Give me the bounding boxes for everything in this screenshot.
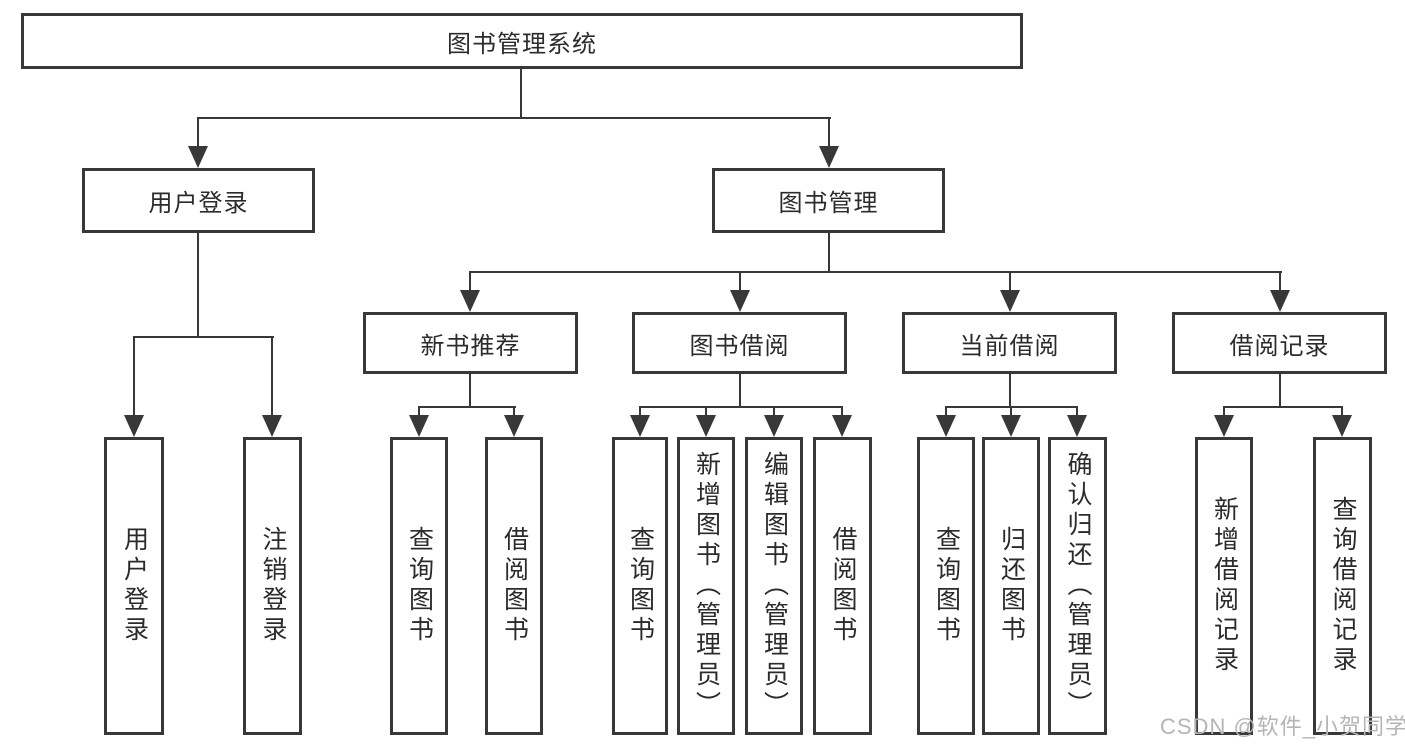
node-book-management: 图书管理 <box>712 168 945 233</box>
arrowhead-down-icon <box>1332 415 1352 437</box>
leaf-confirm-return-admin-label: 确认归还（管理员） <box>1064 451 1092 721</box>
arrowhead-down-icon <box>124 415 144 437</box>
leaf-borrow-books-recommend: 借阅图书 <box>485 437 543 735</box>
connector-stem <box>739 374 741 408</box>
connector-stem <box>773 406 775 417</box>
leaf-query-books-recommend-label: 查询图书 <box>405 526 434 646</box>
watermark: CSDN @软件_小贺同学 <box>1160 714 1405 739</box>
leaf-edit-book-admin: 编辑图书（管理员） <box>745 437 803 735</box>
node-borrow-records: 借阅记录 <box>1172 312 1387 374</box>
connector-stem <box>1279 374 1281 408</box>
leaf-logout-label: 注销登录 <box>259 526 287 646</box>
node-current-borrow: 当前借阅 <box>902 312 1117 374</box>
arrowhead-down-icon <box>819 146 839 168</box>
arrowhead-down-icon <box>460 290 480 312</box>
arrowhead-down-icon <box>188 146 208 168</box>
leaf-return-book: 归还图书 <box>982 437 1040 735</box>
connector-stem <box>133 336 135 416</box>
arrowhead-down-icon <box>262 415 282 437</box>
leaf-user-login-label: 用户登录 <box>120 526 149 646</box>
connector-stem <box>271 336 273 416</box>
leaf-confirm-return-admin: 确认归还（管理员） <box>1048 437 1107 735</box>
leaf-return-book-label: 归还图书 <box>997 526 1026 646</box>
node-book-borrow-label: 图书借阅 <box>689 332 790 360</box>
leaf-add-borrow-record-label: 新增借阅记录 <box>1210 496 1239 676</box>
connector-root-stem <box>520 69 522 118</box>
leaf-query-books-recommend: 查询图书 <box>390 437 448 735</box>
leaf-logout: 注销登录 <box>243 437 302 735</box>
leaf-edit-book-admin-label: 编辑图书（管理员） <box>760 451 789 721</box>
node-book-borrow: 图书借阅 <box>632 312 847 374</box>
leaf-user-login: 用户登录 <box>104 437 164 735</box>
connector-stem <box>1341 406 1343 417</box>
arrowhead-down-icon <box>1270 290 1290 312</box>
leaf-query-borrow-record-label: 查询借阅记录 <box>1329 496 1357 676</box>
node-new-book-recommend-label: 新书推荐 <box>420 332 521 360</box>
leaf-borrow-books-2: 借阅图书 <box>813 437 872 735</box>
connector-stem <box>841 406 843 417</box>
node-book-management-label: 图书管理 <box>778 190 879 217</box>
connector-stem <box>639 406 641 417</box>
leaf-add-borrow-record: 新增借阅记录 <box>1195 437 1253 735</box>
connector-stem <box>1279 271 1281 291</box>
leaf-query-books-current: 查询图书 <box>917 437 975 735</box>
connector-stem <box>1076 406 1078 417</box>
arrowhead-down-icon <box>936 415 956 437</box>
arrowhead-down-icon <box>730 290 750 312</box>
connector-stem <box>828 117 830 148</box>
node-current-borrow-label: 当前借阅 <box>959 332 1060 360</box>
connector-bar <box>469 271 1282 273</box>
arrowhead-down-icon <box>1214 415 1234 437</box>
leaf-query-books-borrow-label: 查询图书 <box>626 526 655 646</box>
leaf-query-books-borrow: 查询图书 <box>612 437 668 735</box>
leaf-query-borrow-record: 查询借阅记录 <box>1313 437 1372 735</box>
connector-bar <box>1223 406 1343 408</box>
leaf-query-books-current-label: 查询图书 <box>932 526 961 646</box>
arrowhead-down-icon <box>409 415 429 437</box>
connector-stem <box>197 117 199 148</box>
arrowhead-down-icon <box>1000 290 1020 312</box>
leaf-borrow-books-recommend-label: 借阅图书 <box>500 526 529 646</box>
arrowhead-down-icon <box>630 415 650 437</box>
connector-stem <box>197 233 199 338</box>
connector-stem <box>739 271 741 291</box>
leaf-add-book-admin: 新增图书（管理员） <box>677 437 735 735</box>
connector-stem <box>1009 271 1011 291</box>
leaf-borrow-books-2-label: 借阅图书 <box>829 526 857 646</box>
node-root-label: 图书管理系统 <box>447 30 597 58</box>
node-root: 图书管理系统 <box>21 13 1023 69</box>
connector-bar <box>418 406 516 408</box>
arrowhead-down-icon <box>696 415 716 437</box>
node-new-book-recommend: 新书推荐 <box>363 312 578 374</box>
connector-stem <box>469 374 471 408</box>
node-user-login: 用户登录 <box>82 168 315 233</box>
arrowhead-down-icon <box>764 415 784 437</box>
node-user-login-label: 用户登录 <box>148 190 249 217</box>
connector-stem <box>1010 406 1012 417</box>
arrowhead-down-icon <box>504 415 524 437</box>
leaf-add-book-admin-label: 新增图书（管理员） <box>692 451 721 721</box>
connector-stem <box>418 406 420 417</box>
arrowhead-down-icon <box>1001 415 1021 437</box>
connector-root-bar <box>197 117 831 119</box>
connector-stem <box>469 271 471 291</box>
connector-stem <box>1009 374 1011 408</box>
arrowhead-down-icon <box>1067 415 1087 437</box>
connector-bar <box>639 406 843 408</box>
node-borrow-records-label: 借阅记录 <box>1229 332 1330 360</box>
connector-stem <box>828 233 830 273</box>
arrowhead-down-icon <box>832 415 852 437</box>
connector-stem <box>513 406 515 417</box>
connector-stem <box>705 406 707 417</box>
connector-bar <box>133 336 274 338</box>
connector-stem <box>1223 406 1225 417</box>
connector-stem <box>945 406 947 417</box>
